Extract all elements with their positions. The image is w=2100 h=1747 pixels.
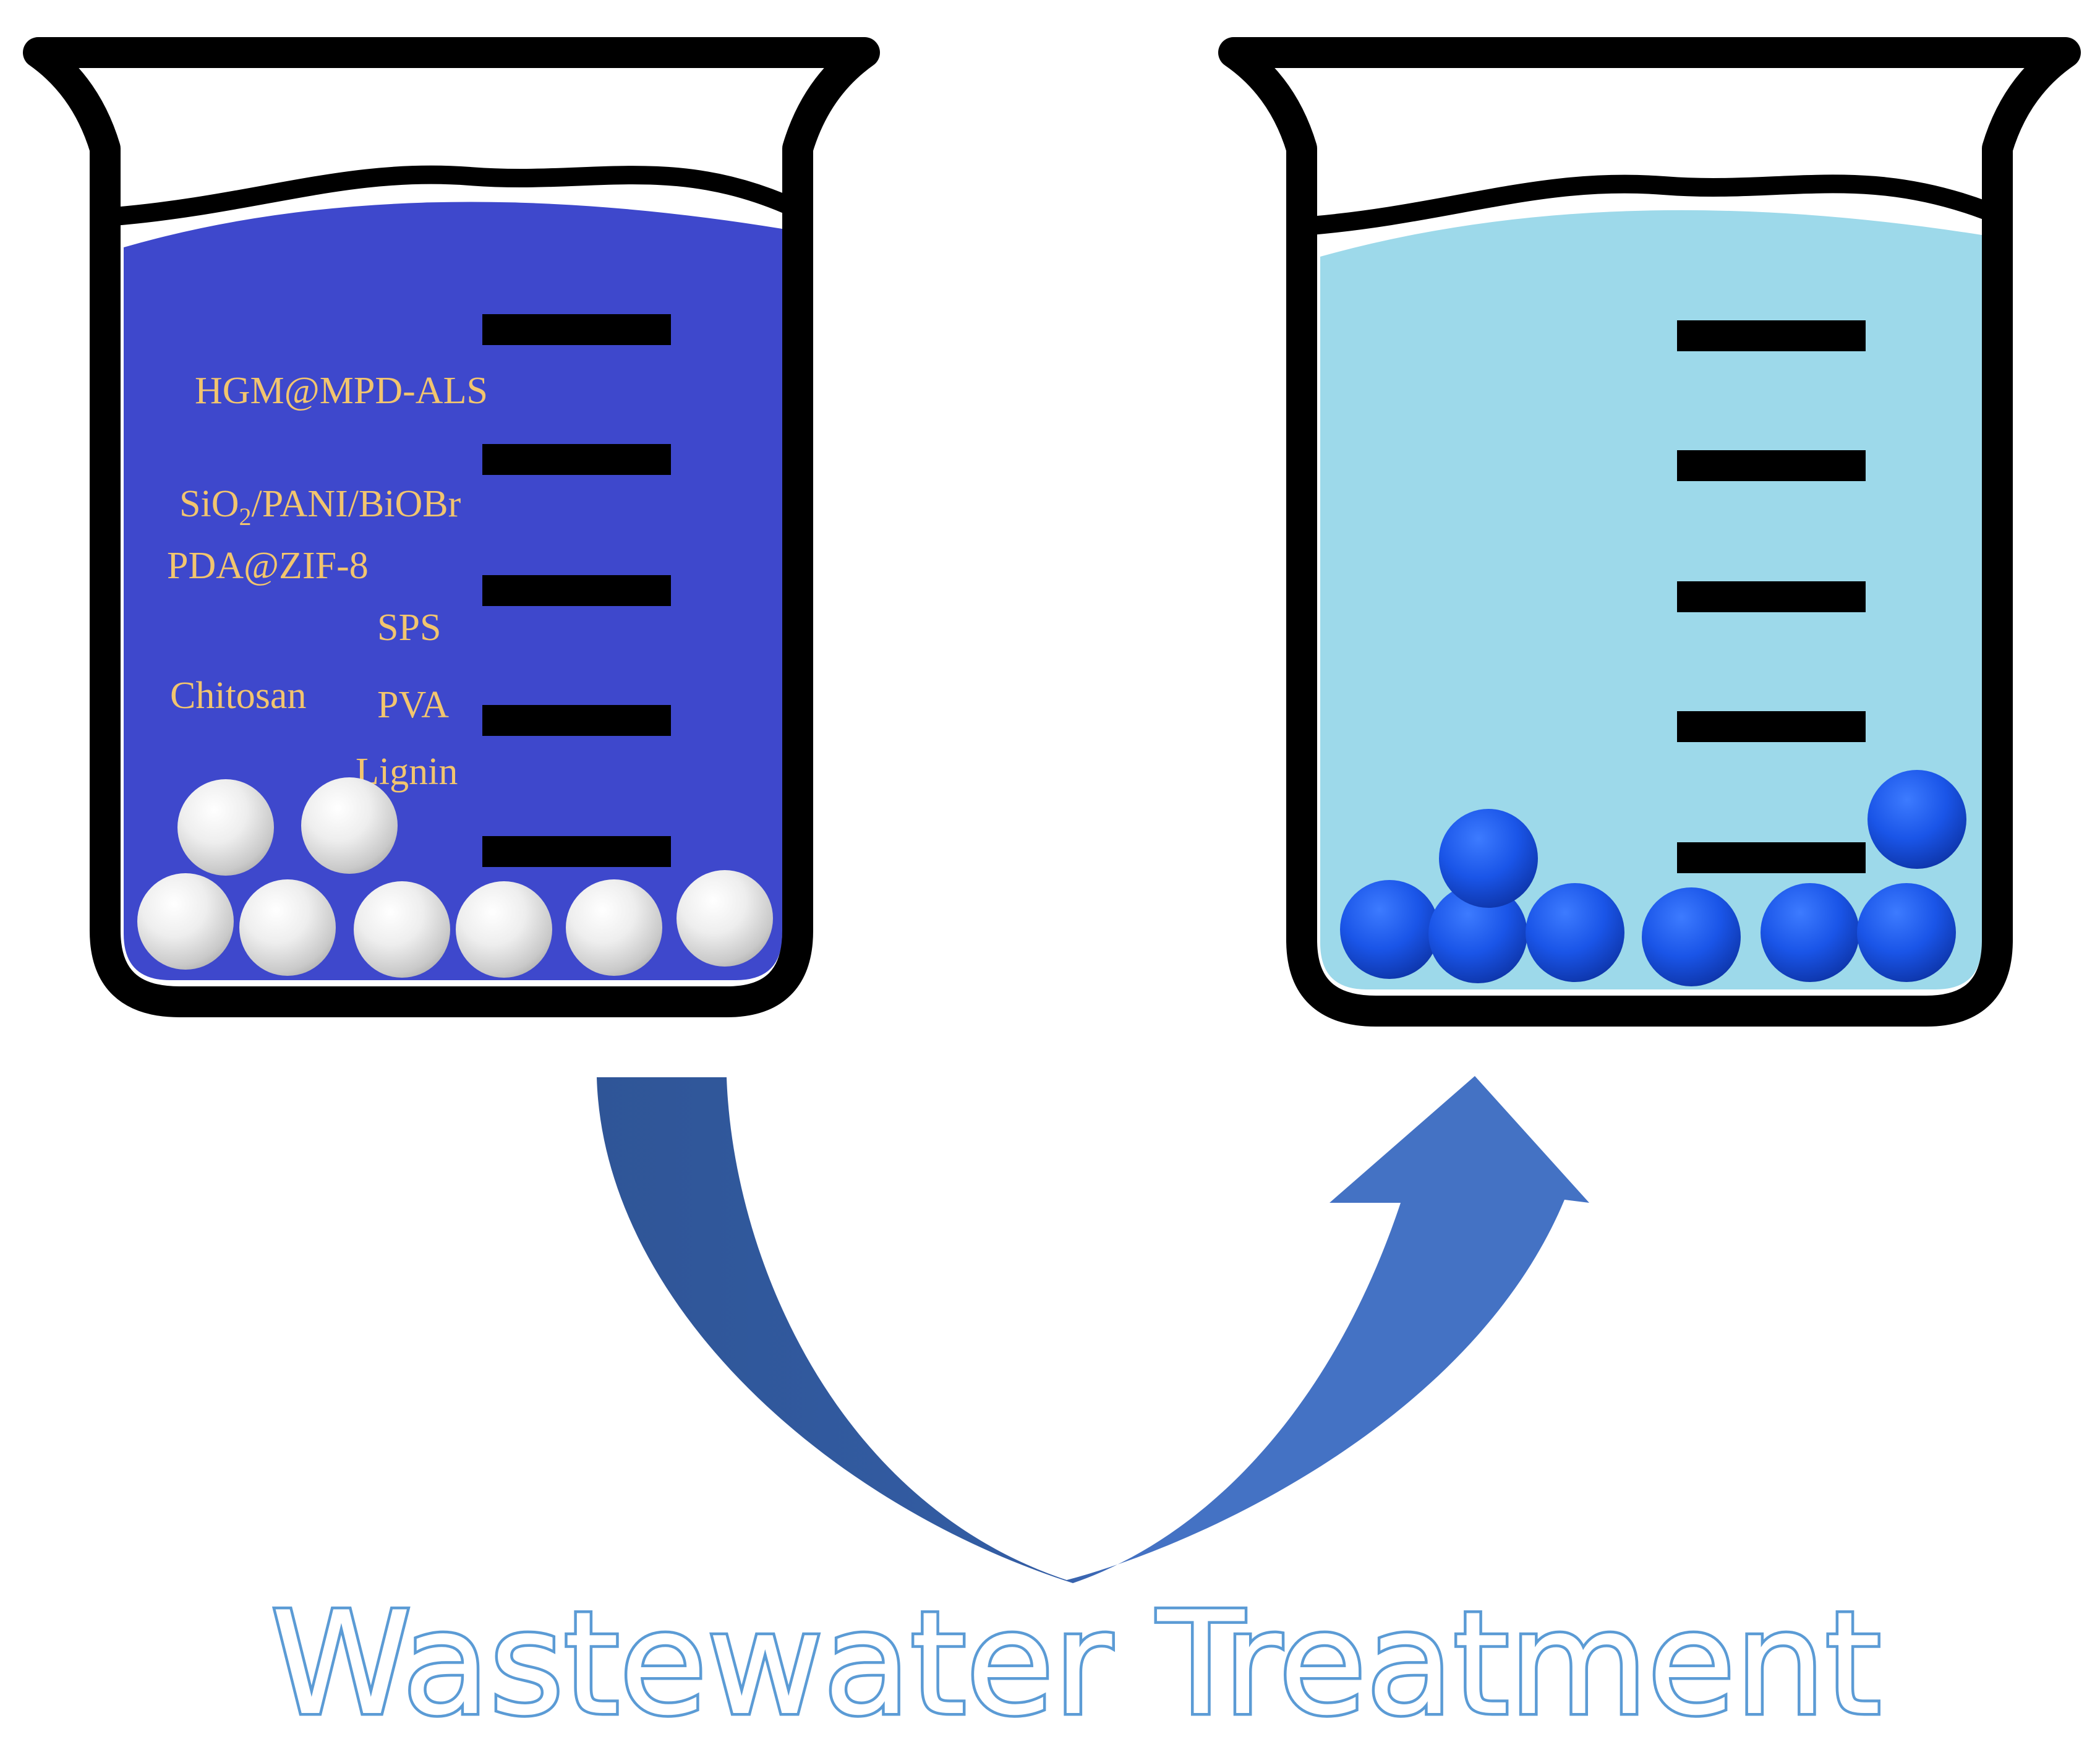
graduation-mark: [1677, 320, 1866, 351]
white-bead: [137, 873, 234, 970]
water-surface-line: [105, 165, 795, 226]
curved-arrow-icon: [597, 1076, 1589, 1583]
white-bead: [239, 879, 336, 976]
blue-bead: [1428, 884, 1527, 983]
label-hgm: HGM@MPD-ALS: [195, 370, 488, 412]
white-bead: [177, 779, 274, 876]
blue-bead: [1867, 770, 1966, 869]
label-sio2: SiO2/PANI/BiOBr: [179, 483, 461, 531]
blue-bead: [1642, 887, 1741, 986]
diagram-title: Wastewater Treatment: [271, 1582, 1881, 1744]
label-sio2-rest: /PANI/BiOBr: [251, 483, 461, 525]
label-sio2-main: SiO: [179, 483, 239, 525]
label-pda: PDA@ZIF-8: [167, 545, 369, 587]
graduation-mark: [1677, 450, 1866, 481]
graduation-mark: [482, 836, 671, 867]
white-bead: [456, 881, 552, 978]
white-bead: [354, 881, 450, 978]
blue-bead: [1857, 883, 1956, 982]
graduation-mark: [482, 575, 671, 606]
white-bead: [566, 879, 662, 976]
graduation-mark: [482, 444, 671, 475]
right-beaker: [1218, 37, 2081, 1027]
left-beaker: HGM@MPD-ALS SiO2/PANI/BiOBr PDA@ZIF-8 SP…: [23, 37, 880, 1017]
blue-bead: [1439, 809, 1538, 908]
dirty-water: [124, 202, 782, 980]
white-bead: [677, 870, 773, 967]
graduation-mark: [1677, 842, 1866, 873]
graduation-mark: [482, 705, 671, 736]
blue-bead: [1340, 880, 1439, 979]
blue-bead: [1761, 883, 1859, 982]
label-sps: SPS: [377, 607, 441, 649]
label-chitosan: Chitosan: [170, 675, 306, 717]
water-surface-line: [1302, 174, 1994, 235]
label-sio2-subscript: 2: [239, 503, 251, 531]
beaker-outline: [23, 37, 880, 1017]
graduation-mark: [482, 314, 671, 345]
graduation-mark: [1677, 711, 1866, 742]
clean-water: [1320, 210, 1982, 989]
blue-bead: [1526, 883, 1624, 982]
label-pva: PVA: [377, 684, 449, 726]
beaker-outline: [1218, 37, 2081, 1027]
white-bead: [301, 777, 398, 874]
graduation-mark: [1677, 581, 1866, 612]
